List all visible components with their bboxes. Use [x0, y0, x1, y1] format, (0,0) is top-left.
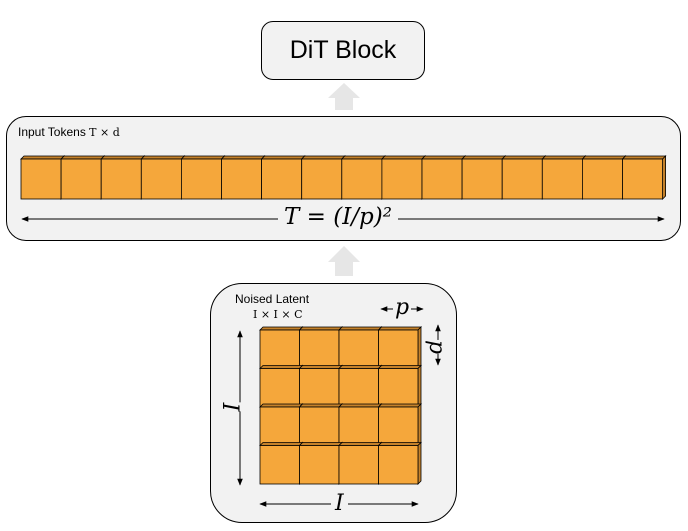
- latent-patch: [298, 441, 343, 485]
- token-cube: [541, 155, 587, 200]
- latent-patch: [259, 441, 304, 485]
- input-tokens-label: Input Tokens: [18, 125, 86, 139]
- token-cube: [461, 155, 507, 200]
- latent-patch: [298, 364, 343, 408]
- dit-block: DiT Block: [261, 21, 425, 80]
- token-cube: [20, 155, 66, 200]
- token-cube: [60, 155, 106, 200]
- token-cube: [100, 155, 146, 200]
- latent-patch: [377, 441, 422, 485]
- latent-patch: [377, 403, 422, 447]
- token-cube: [340, 155, 386, 200]
- latent-patch: [338, 364, 383, 408]
- token-cube: [581, 155, 627, 200]
- dit-block-label: DiT Block: [289, 36, 397, 64]
- latent-patch: [259, 364, 304, 408]
- latent-patch: [259, 403, 304, 447]
- token-cube: [421, 155, 467, 200]
- token-cube: [300, 155, 346, 200]
- token-cube: [380, 155, 426, 200]
- token-cube: [621, 155, 667, 200]
- noised-latent-label: Noised Latent: [235, 292, 310, 306]
- latent-patch: [298, 326, 343, 370]
- latent-height-label: I: [219, 402, 248, 412]
- input-tokens-shape: T × d: [89, 126, 120, 139]
- patch-height-label: p: [423, 339, 450, 355]
- latent-patch: [377, 326, 422, 370]
- token-cube: [180, 155, 226, 200]
- latent-patch: [298, 403, 343, 447]
- latent-width-label: I: [331, 493, 348, 515]
- token-cube: [140, 155, 186, 200]
- latent-patch: [338, 403, 383, 447]
- latent-patch-grid: [259, 326, 422, 485]
- token-length-formula: T = (I/p)²: [278, 206, 398, 229]
- token-cube: [220, 155, 266, 200]
- patch-width-label: p: [393, 295, 412, 320]
- latent-patch: [338, 326, 383, 370]
- token-cube: [501, 155, 547, 200]
- latent-patch: [377, 364, 422, 408]
- noised-latent-shape: I × I × C: [253, 308, 303, 321]
- latent-patch: [338, 441, 383, 485]
- token-row: [20, 155, 667, 200]
- token-cube: [260, 155, 306, 200]
- flow-arrow-latent-to-tokens: [328, 246, 360, 276]
- flow-arrow-tokens-to-dit: [328, 83, 360, 110]
- latent-patch: [259, 326, 304, 370]
- input-tokens-title: Input Tokens T × d: [18, 125, 120, 139]
